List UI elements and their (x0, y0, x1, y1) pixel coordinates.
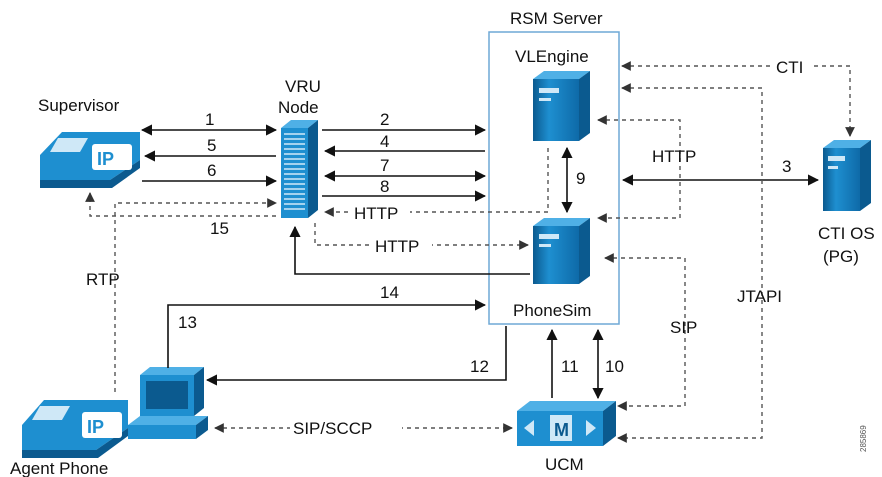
step-2-label: 2 (380, 110, 389, 129)
step-3-label: 3 (782, 157, 791, 176)
step-14-label: 14 (380, 283, 399, 302)
supervisor-phone-icon: IP (40, 132, 140, 188)
flow-15-arrow (85, 192, 276, 217)
ucm-label: UCM (545, 455, 584, 474)
agent-phone-icon: IP (22, 400, 128, 458)
flow-14-arrow (289, 225, 530, 275)
agent-phone-label: Agent Phone (10, 459, 108, 477)
dashed-flows (85, 61, 855, 443)
flow-13-arrow (167, 299, 487, 368)
http-phonesim-arrow (314, 223, 529, 250)
step-13-label: 13 (178, 313, 197, 332)
ucm-badge: M (554, 420, 569, 440)
phonesim-server-icon (533, 218, 590, 284)
flow-12-arrow (205, 326, 507, 386)
vru-node-switch-icon (281, 120, 318, 218)
http-phonesim-label: HTTP (375, 237, 419, 256)
cti-label: CTI (776, 58, 803, 77)
rtp-arrow (114, 198, 277, 392)
step-1-label: 1 (205, 110, 214, 129)
sip-arrow (604, 253, 686, 411)
solid-flows (140, 124, 820, 400)
cti-os-label-line2: (PG) (823, 247, 859, 266)
step-4-label: 4 (380, 132, 389, 151)
ucm-call-manager-icon: M (517, 401, 616, 446)
step-8-label: 8 (380, 177, 389, 196)
rsm-server-label: RSM Server (510, 9, 603, 28)
vru-node-label-line1: VRU (285, 77, 321, 96)
agent-phone-badge: IP (87, 417, 104, 437)
cti-os-label-line1: CTI OS (818, 224, 875, 243)
step-5-label: 5 (207, 136, 216, 155)
supervisor-label: Supervisor (38, 96, 120, 115)
step-12-label: 12 (470, 357, 489, 376)
http-right-label: HTTP (652, 147, 696, 166)
phonesim-label: PhoneSim (513, 301, 591, 320)
step-7-label: 7 (380, 156, 389, 175)
step-10-label: 10 (605, 357, 624, 376)
step-6-label: 6 (207, 161, 216, 180)
cti-os-server-icon (823, 140, 871, 211)
supervisor-phone-badge: IP (97, 149, 114, 169)
rtp-label: RTP (86, 270, 120, 289)
sip-sccp-label: SIP/SCCP (293, 419, 372, 438)
step-11-label: 11 (561, 357, 579, 376)
http-right-arrow (597, 115, 681, 223)
vlengine-label: VLEngine (515, 47, 589, 66)
jtapi-arrow (617, 83, 763, 443)
vlengine-server-icon (533, 71, 590, 141)
http-vlengine-arrow (324, 148, 549, 217)
step-15-label: 15 (210, 219, 229, 238)
vru-node-label-line2: Node (278, 98, 319, 117)
figure-id-label: 285869 (859, 425, 868, 452)
step-9-label: 9 (576, 169, 585, 188)
cti-arrow (621, 61, 855, 137)
sip-label: SIP (670, 318, 697, 337)
http-vlengine-label: HTTP (354, 204, 398, 223)
agent-computer-icon (128, 367, 208, 439)
jtapi-label: JTAPI (737, 287, 782, 306)
